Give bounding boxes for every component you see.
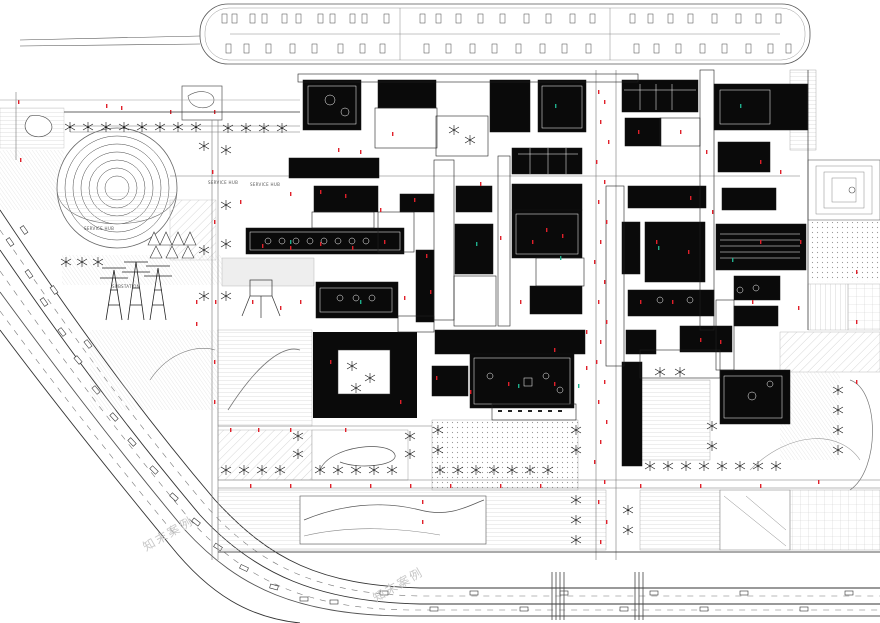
vehicles (5, 225, 854, 612)
furniture-details (264, 94, 774, 401)
upper-left-lawn (0, 107, 65, 210)
power-pylons (100, 261, 172, 321)
people-figures-teal (290, 104, 742, 388)
service-hub-label-1: SERVICE HUB (208, 180, 239, 185)
service-hub-label-3: SERVICE HUB (250, 182, 281, 187)
substation-label: SUBSTATION (112, 284, 141, 289)
building-interior-lines (249, 84, 800, 419)
building-frames (297, 69, 735, 421)
palm-trees (60, 122, 844, 545)
circular-plaza (56, 127, 178, 249)
site-boundary (0, 70, 880, 553)
crosswalk (551, 572, 644, 620)
benches (498, 410, 562, 412)
play-structure (241, 279, 281, 318)
people-figures-red (18, 90, 858, 544)
conifer-trees (147, 231, 197, 259)
service-hub-label-2: SERVICE HUB (84, 226, 115, 231)
pavilion (181, 85, 223, 121)
parking-cars (221, 13, 792, 54)
